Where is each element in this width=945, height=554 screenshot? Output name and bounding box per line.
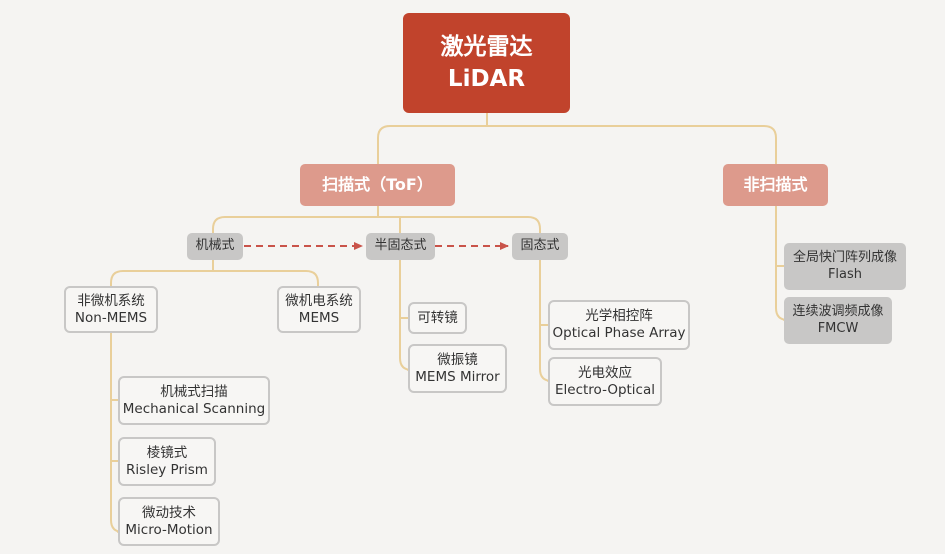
node-mechanical-scanning: 机械式扫描 Mechanical Scanning [118,376,270,425]
mems-mirror-en: MEMS Mirror [415,368,500,385]
rotating-mirror-label: 可转镜 [417,309,458,326]
electro-optical-zh: 光电效应 [578,364,632,381]
mems-mirror-zh: 微振镜 [437,351,478,368]
type-solid: 固态式 [512,233,568,260]
fmcw-zh: 连续波调频成像 [792,304,884,320]
electro-optical-en: Electro-Optical [555,381,655,398]
root-node-lidar: 激光雷达 LiDAR [403,13,570,113]
type-semi-solid-label: 半固态式 [374,238,427,254]
type-solid-label: 固态式 [520,238,560,254]
mems-en: MEMS [298,309,340,326]
optical-phase-array-zh: 光学相控阵 [585,308,653,325]
type-mechanical: 机械式 [187,233,243,260]
node-non-mems: 非微机系统 Non-MEMS [64,286,158,333]
mechanical-scanning-en: Mechanical Scanning [122,400,266,417]
root-title-zh: 激光雷达 [440,33,533,60]
node-fmcw: 连续波调频成像 FMCW [784,297,892,344]
flash-zh: 全局快门阵列成像 [792,250,897,266]
risley-prism-zh: 棱镜式 [146,444,188,461]
category-non-scanning: 非扫描式 [723,164,828,206]
non-mems-en: Non-MEMS [74,309,148,326]
non-mems-zh: 非微机系统 [77,292,145,309]
mechanical-scanning-zh: 机械式扫描 [160,383,228,400]
node-mems-mirror: 微振镜 MEMS Mirror [408,344,507,393]
risley-prism-en: Risley Prism [126,461,208,478]
mems-zh: 微机电系统 [285,292,353,309]
node-micro-motion: 微动技术 Micro-Motion [118,497,220,546]
node-optical-phase-array: 光学相控阵 Optical Phase Array [548,300,690,350]
category-scanning-label: 扫描式（ToF） [322,175,433,194]
micro-motion-zh: 微动技术 [142,504,196,521]
node-rotating-mirror: 可转镜 [408,302,467,334]
optical-phase-array-en: Optical Phase Array [552,325,686,341]
category-non-scanning-label: 非扫描式 [743,175,808,194]
node-electro-optical: 光电效应 Electro-Optical [548,357,662,406]
category-scanning: 扫描式（ToF） [300,164,455,206]
node-flash: 全局快门阵列成像 Flash [784,243,906,290]
root-title-en: LiDAR [447,66,526,92]
fmcw-en: FMCW [817,320,859,336]
micro-motion-en: Micro-Motion [125,521,213,538]
flash-en: Flash [827,266,863,282]
type-mechanical-label: 机械式 [195,238,235,254]
node-risley-prism: 棱镜式 Risley Prism [118,437,216,486]
type-semi-solid: 半固态式 [366,233,435,260]
node-mems: 微机电系统 MEMS [277,286,361,333]
